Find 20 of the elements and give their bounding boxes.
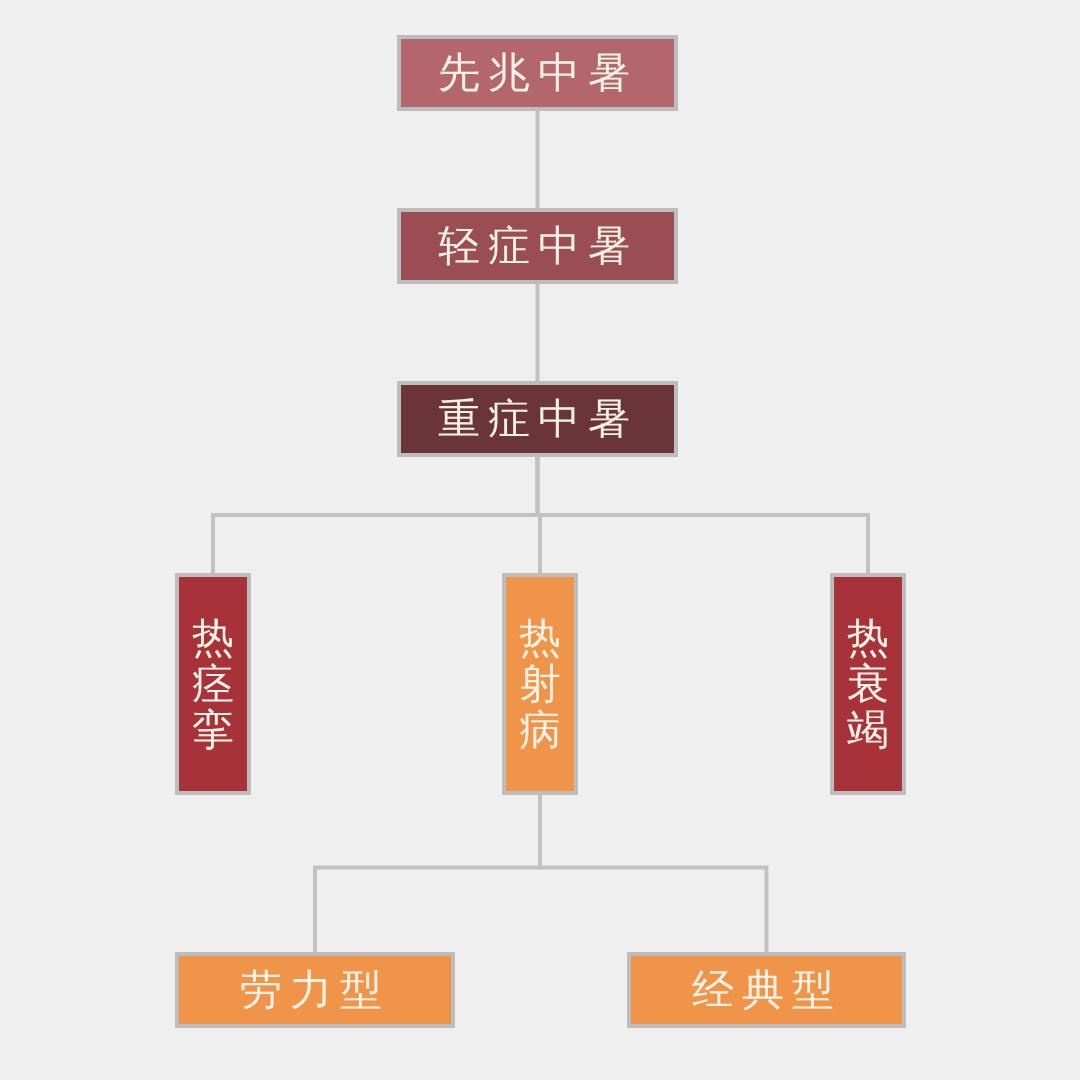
node-label: 热衰竭 <box>847 614 889 754</box>
node-label: 劳力型 <box>240 964 390 1016</box>
label-box <box>627 952 906 1028</box>
node-label: 先兆中暑 <box>437 47 638 99</box>
label-box <box>175 952 455 1028</box>
connector-line <box>535 111 540 208</box>
connector-line <box>535 457 870 573</box>
label-box <box>397 381 678 457</box>
vertical-label-box <box>830 573 906 795</box>
connector-line <box>535 284 540 381</box>
vertical-label-box <box>502 573 578 795</box>
node-label: 重症中暑 <box>437 393 638 445</box>
node-label: 轻症中暑 <box>437 220 638 272</box>
label-box <box>397 35 678 111</box>
node-label: 热射病 <box>519 614 561 754</box>
label-box <box>397 208 678 284</box>
node-label: 经典型 <box>691 964 842 1016</box>
vertical-label-box <box>175 573 251 795</box>
node-label: 热痉挛 <box>192 614 234 754</box>
connector-line <box>538 795 769 952</box>
